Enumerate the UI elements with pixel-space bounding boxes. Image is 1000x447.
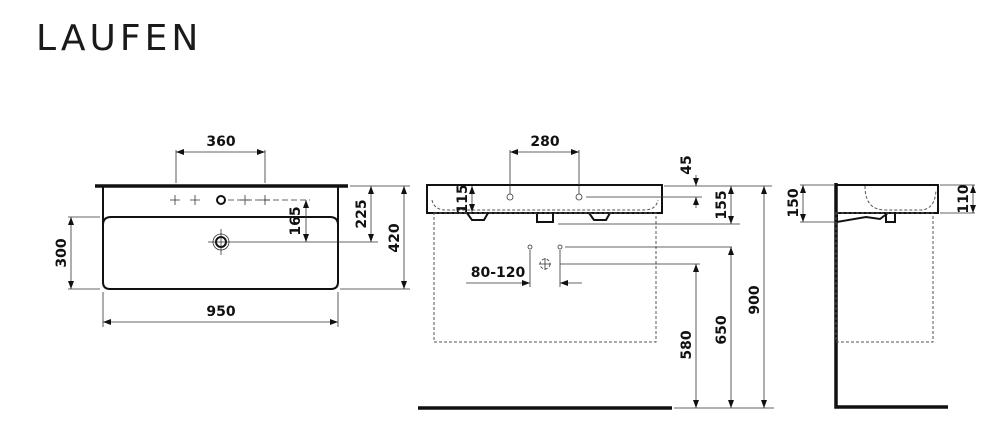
dim-280: 280 (530, 134, 559, 150)
laufen-logo: LAUFEN (36, 18, 203, 59)
dim-900: 900 (747, 285, 763, 314)
side-cabinet-outline (835, 212, 934, 343)
front-view: 280 115 45 155 80-120 580 650 900 (418, 134, 774, 410)
plan-bowl-edge (102, 216, 339, 226)
dim-300: 300 (54, 238, 70, 267)
front-drain (536, 212, 554, 223)
dim-80-120: 80-120 (471, 265, 526, 281)
dim-45: 45 (679, 155, 695, 174)
dim-155: 155 (714, 190, 730, 219)
dim-950: 950 (206, 304, 235, 320)
side-basin (835, 184, 939, 214)
wall-and-floor (834, 183, 948, 409)
plan-body (102, 186, 339, 290)
plan-view: 360 165 225 420 300 950 (54, 134, 410, 327)
vanity-cabinet-outline (433, 212, 657, 343)
dim-115: 115 (455, 184, 471, 213)
dim-360: 360 (206, 134, 235, 150)
dim-580: 580 (679, 330, 695, 359)
tap-hole-icon (216, 195, 226, 205)
tap-hole-marks (170, 195, 310, 205)
dim-420: 420 (387, 223, 403, 252)
dim-650: 650 (714, 315, 730, 344)
dim-225: 225 (354, 199, 370, 228)
dim-150: 150 (786, 188, 802, 217)
dim-165: 165 (288, 206, 304, 235)
dim-110: 110 (956, 184, 972, 213)
side-view: 150 110 (786, 183, 976, 409)
